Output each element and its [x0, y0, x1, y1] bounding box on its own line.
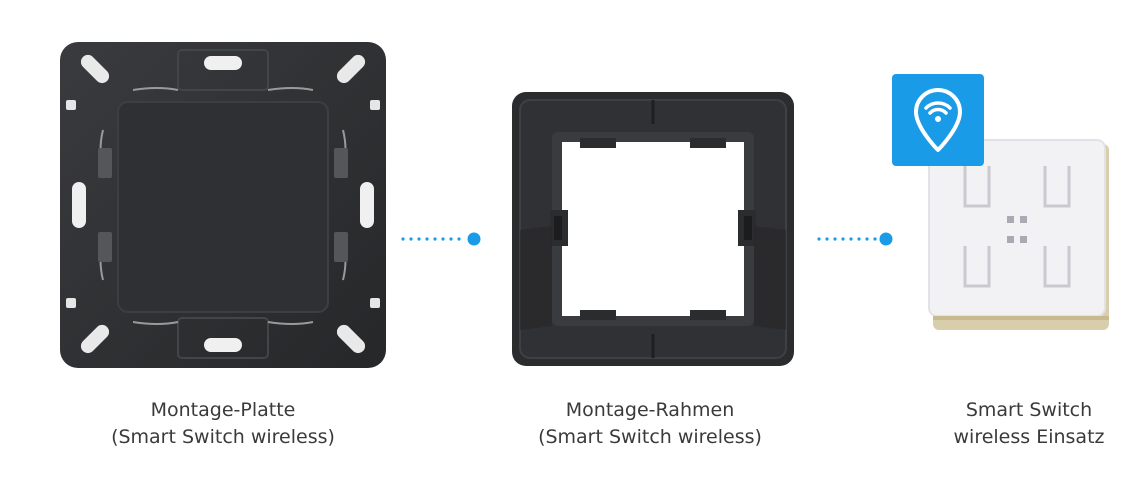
switch-insert-caption-line2: wireless Einsatz — [953, 426, 1105, 448]
wifi-location-pin-icon — [892, 74, 984, 166]
mounting-frame-caption-line2: (Smart Switch wireless) — [538, 426, 762, 448]
mounting-plate-caption-line2: (Smart Switch wireless) — [111, 426, 335, 448]
mounting-plate-caption-line1: Montage-Platte — [150, 399, 296, 421]
mounting-frame-image — [510, 90, 796, 368]
mounting-frame-caption: Montage-Rahmen (Smart Switch wireless) — [515, 397, 785, 451]
mounting-plate-caption: Montage-Platte (Smart Switch wireless) — [88, 397, 358, 451]
connector-dots-1 — [400, 231, 484, 247]
mounting-plate-image — [58, 40, 388, 370]
switch-insert-caption-line1: Smart Switch — [965, 399, 1093, 421]
mounting-frame-caption-line1: Montage-Rahmen — [565, 399, 735, 421]
switch-insert-caption: Smart Switch wireless Einsatz — [914, 397, 1144, 451]
connector-dots-2 — [816, 231, 900, 247]
switch-insert-image — [925, 136, 1115, 336]
